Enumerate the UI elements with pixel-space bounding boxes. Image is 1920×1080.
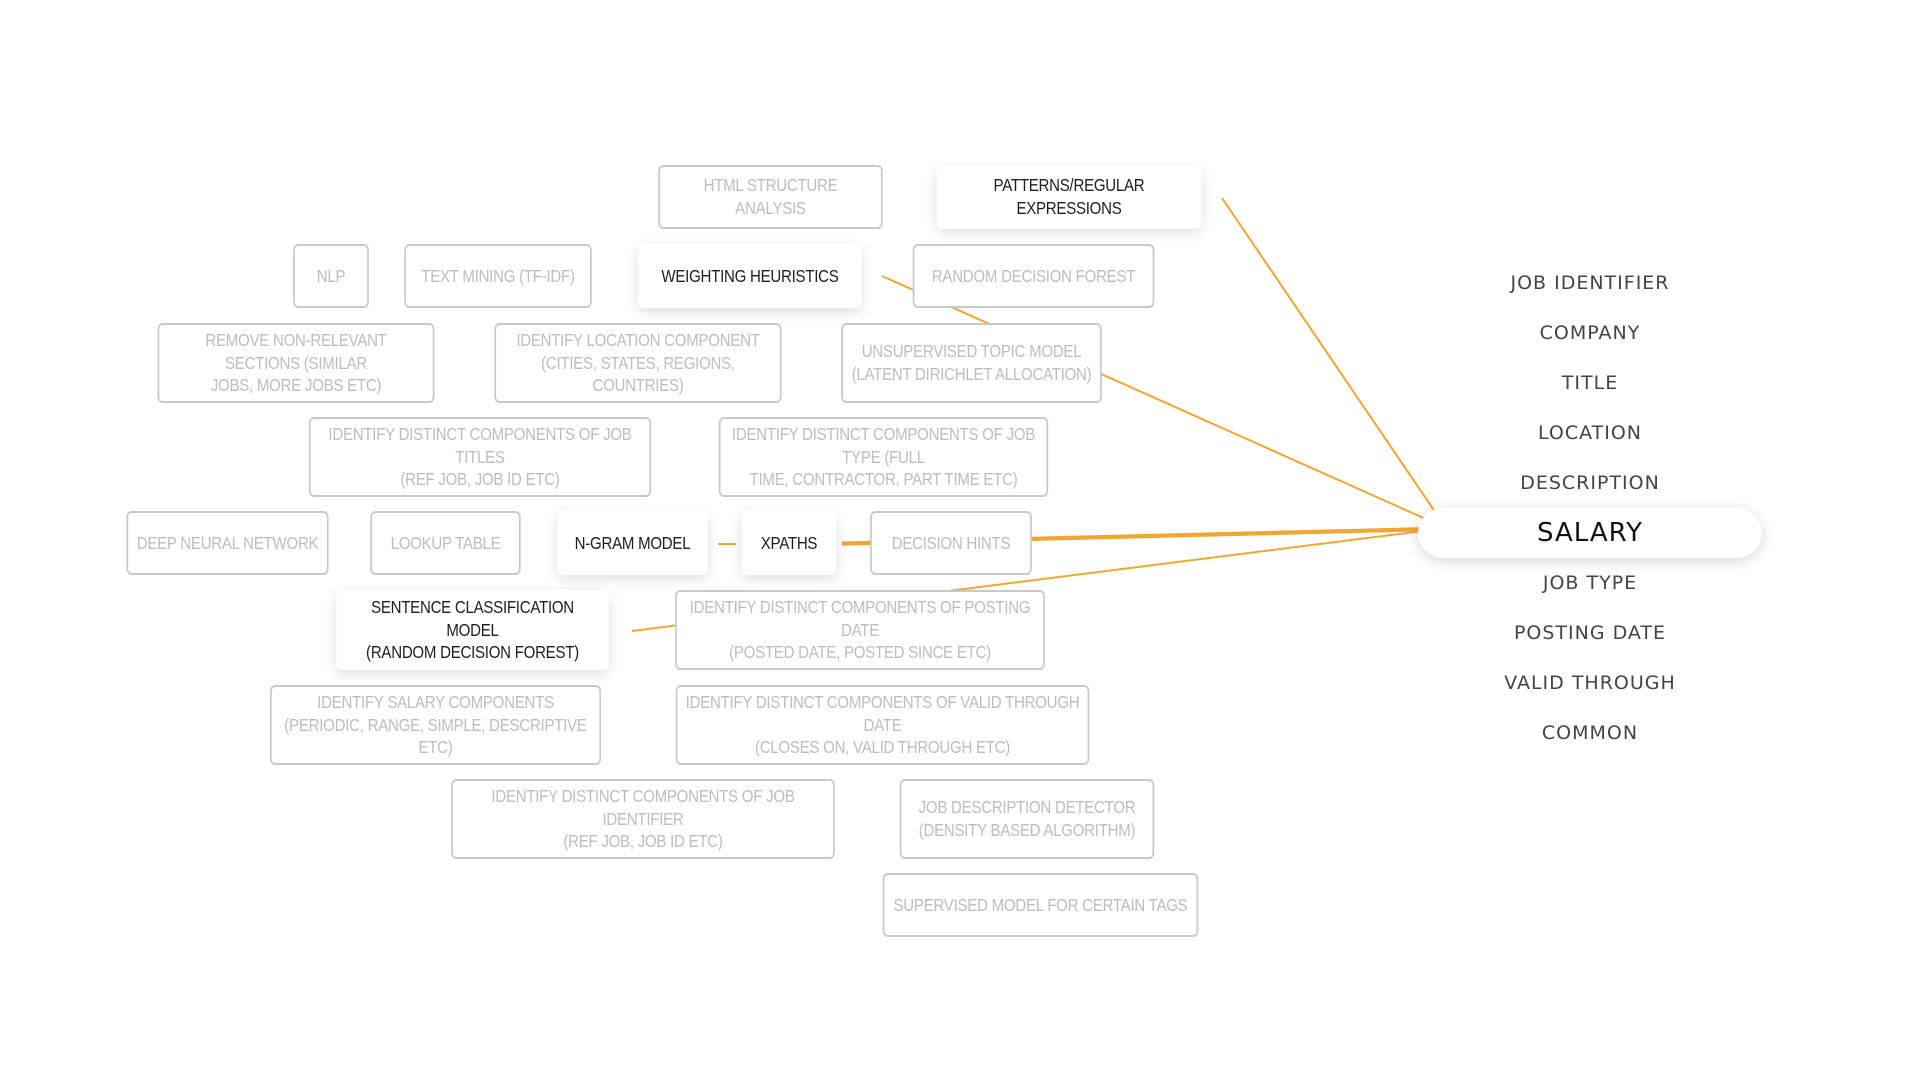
technique-label: JOB DESCRIPTION DETECTOR (DENSITY BASED … [918,797,1136,840]
technique-decision-hints[interactable]: DECISION HINTS [870,511,1032,575]
connector-patterns-salary [1221,197,1447,529]
field-description[interactable]: DESCRIPTION [1520,472,1660,494]
technique-patterns-regular-expressions[interactable]: PATTERNS/REGULAR EXPRESSIONS [936,165,1202,229]
technique-label: REMOVE NON-RELEVANT SECTIONS (SIMILAR JO… [205,329,387,396]
technique-label: IDENTIFY DISTINCT COMPONENTS OF VALID TH… [685,691,1080,758]
field-valid-through[interactable]: VALID THROUGH [1504,672,1676,694]
technique-label: DEEP NEURAL NETWORK [136,532,319,553]
technique-label: LOOKUP TABLE [390,532,501,553]
field-posting-date[interactable]: POSTING DATE [1513,622,1667,644]
technique-html-structure-analysis[interactable]: HTML STRUCTURE ANALYSIS [658,165,883,229]
field-location[interactable]: LOCATION [1537,422,1643,444]
technique-text-mining[interactable]: TEXT MINING (TF-IDF) [404,244,592,308]
technique-label: DECISION HINTS [891,532,1011,553]
technique-remove-non-relevant-sections[interactable]: REMOVE NON-RELEVANT SECTIONS (SIMILAR JO… [157,323,435,403]
technique-identify-salary-components[interactable]: IDENTIFY SALARY COMPONENTS (PERIODIC, RA… [269,685,602,765]
field-job-type[interactable]: JOB TYPE [1542,572,1638,594]
technique-label: N-GRAM MODEL [574,532,691,553]
technique-label: IDENTIFY SALARY COMPONENTS (PERIODIC, RA… [284,691,587,758]
technique-job-description-detector[interactable]: JOB DESCRIPTION DETECTOR (DENSITY BASED … [899,779,1155,859]
technique-deep-neural-network[interactable]: DEEP NEURAL NETWORK [126,511,329,575]
technique-label: NLP [316,265,346,286]
technique-label: WEIGHTING HEURISTICS [661,265,839,286]
technique-label: IDENTIFY DISTINCT COMPONENTS OF JOB TYPE… [731,423,1036,490]
field-job-identifier[interactable]: JOB IDENTIFIER [1510,272,1670,294]
technique-sentence-classification-model[interactable]: SENTENCE CLASSIFICATION MODEL (RANDOM DE… [336,590,609,670]
technique-lookup-table[interactable]: LOOKUP TABLE [370,511,521,575]
field-salary-selected[interactable]: SALARY [1418,508,1762,558]
technique-identify-job-title-components[interactable]: IDENTIFY DISTINCT COMPONENTS OF JOB TITL… [308,417,652,497]
technique-random-decision-forest[interactable]: RANDOM DECISION FOREST [912,244,1155,308]
technique-label: IDENTIFY LOCATION COMPONENT (CITIES, STA… [516,329,760,396]
technique-identify-posting-date-components[interactable]: IDENTIFY DISTINCT COMPONENTS OF POSTING … [675,590,1045,670]
technique-label: SENTENCE CLASSIFICATION MODEL (RANDOM DE… [366,596,579,663]
technique-nlp[interactable]: NLP [293,244,369,308]
technique-label: IDENTIFY DISTINCT COMPONENTS OF POSTING … [689,596,1031,663]
field-common[interactable]: COMMON [1541,722,1639,744]
technique-label: SUPERVISED MODEL FOR CERTAIN TAGS [893,894,1188,915]
field-company[interactable]: COMPANY [1539,322,1641,344]
technique-label: HTML STRUCTURE ANALYSIS [703,175,838,218]
technique-label: RANDOM DECISION FOREST [931,265,1136,286]
technique-xpaths[interactable]: XPATHS [741,511,837,575]
technique-label: IDENTIFY DISTINCT COMPONENTS OF JOB IDEN… [491,785,795,852]
technique-label: TEXT MINING (TF-IDF) [421,265,575,286]
technique-supervised-model[interactable]: SUPERVISED MODEL FOR CERTAIN TAGS [882,873,1199,937]
field-list: JOB IDENTIFIER COMPANY TITLE LOCATION DE… [1418,258,1762,758]
technique-unsupervised-topic-model[interactable]: UNSUPERVISED TOPIC MODEL (LATENT DIRICHL… [841,323,1102,403]
technique-identify-location-component[interactable]: IDENTIFY LOCATION COMPONENT (CITIES, STA… [494,323,782,403]
technique-label: PATTERNS/REGULAR EXPRESSIONS [993,175,1145,218]
technique-identify-job-identifier-components[interactable]: IDENTIFY DISTINCT COMPONENTS OF JOB IDEN… [451,779,835,859]
technique-label: XPATHS [760,532,818,553]
technique-n-gram-model[interactable]: N-GRAM MODEL [557,511,708,575]
technique-weighting-heuristics[interactable]: WEIGHTING HEURISTICS [638,244,862,308]
technique-label: UNSUPERVISED TOPIC MODEL (LATENT DIRICHL… [851,341,1092,384]
technique-label: IDENTIFY DISTINCT COMPONENTS OF JOB TITL… [328,423,632,490]
technique-identify-job-type-components[interactable]: IDENTIFY DISTINCT COMPONENTS OF JOB TYPE… [718,417,1049,497]
technique-identify-valid-through-components[interactable]: IDENTIFY DISTINCT COMPONENTS OF VALID TH… [675,685,1090,765]
field-title[interactable]: TITLE [1561,372,1619,394]
